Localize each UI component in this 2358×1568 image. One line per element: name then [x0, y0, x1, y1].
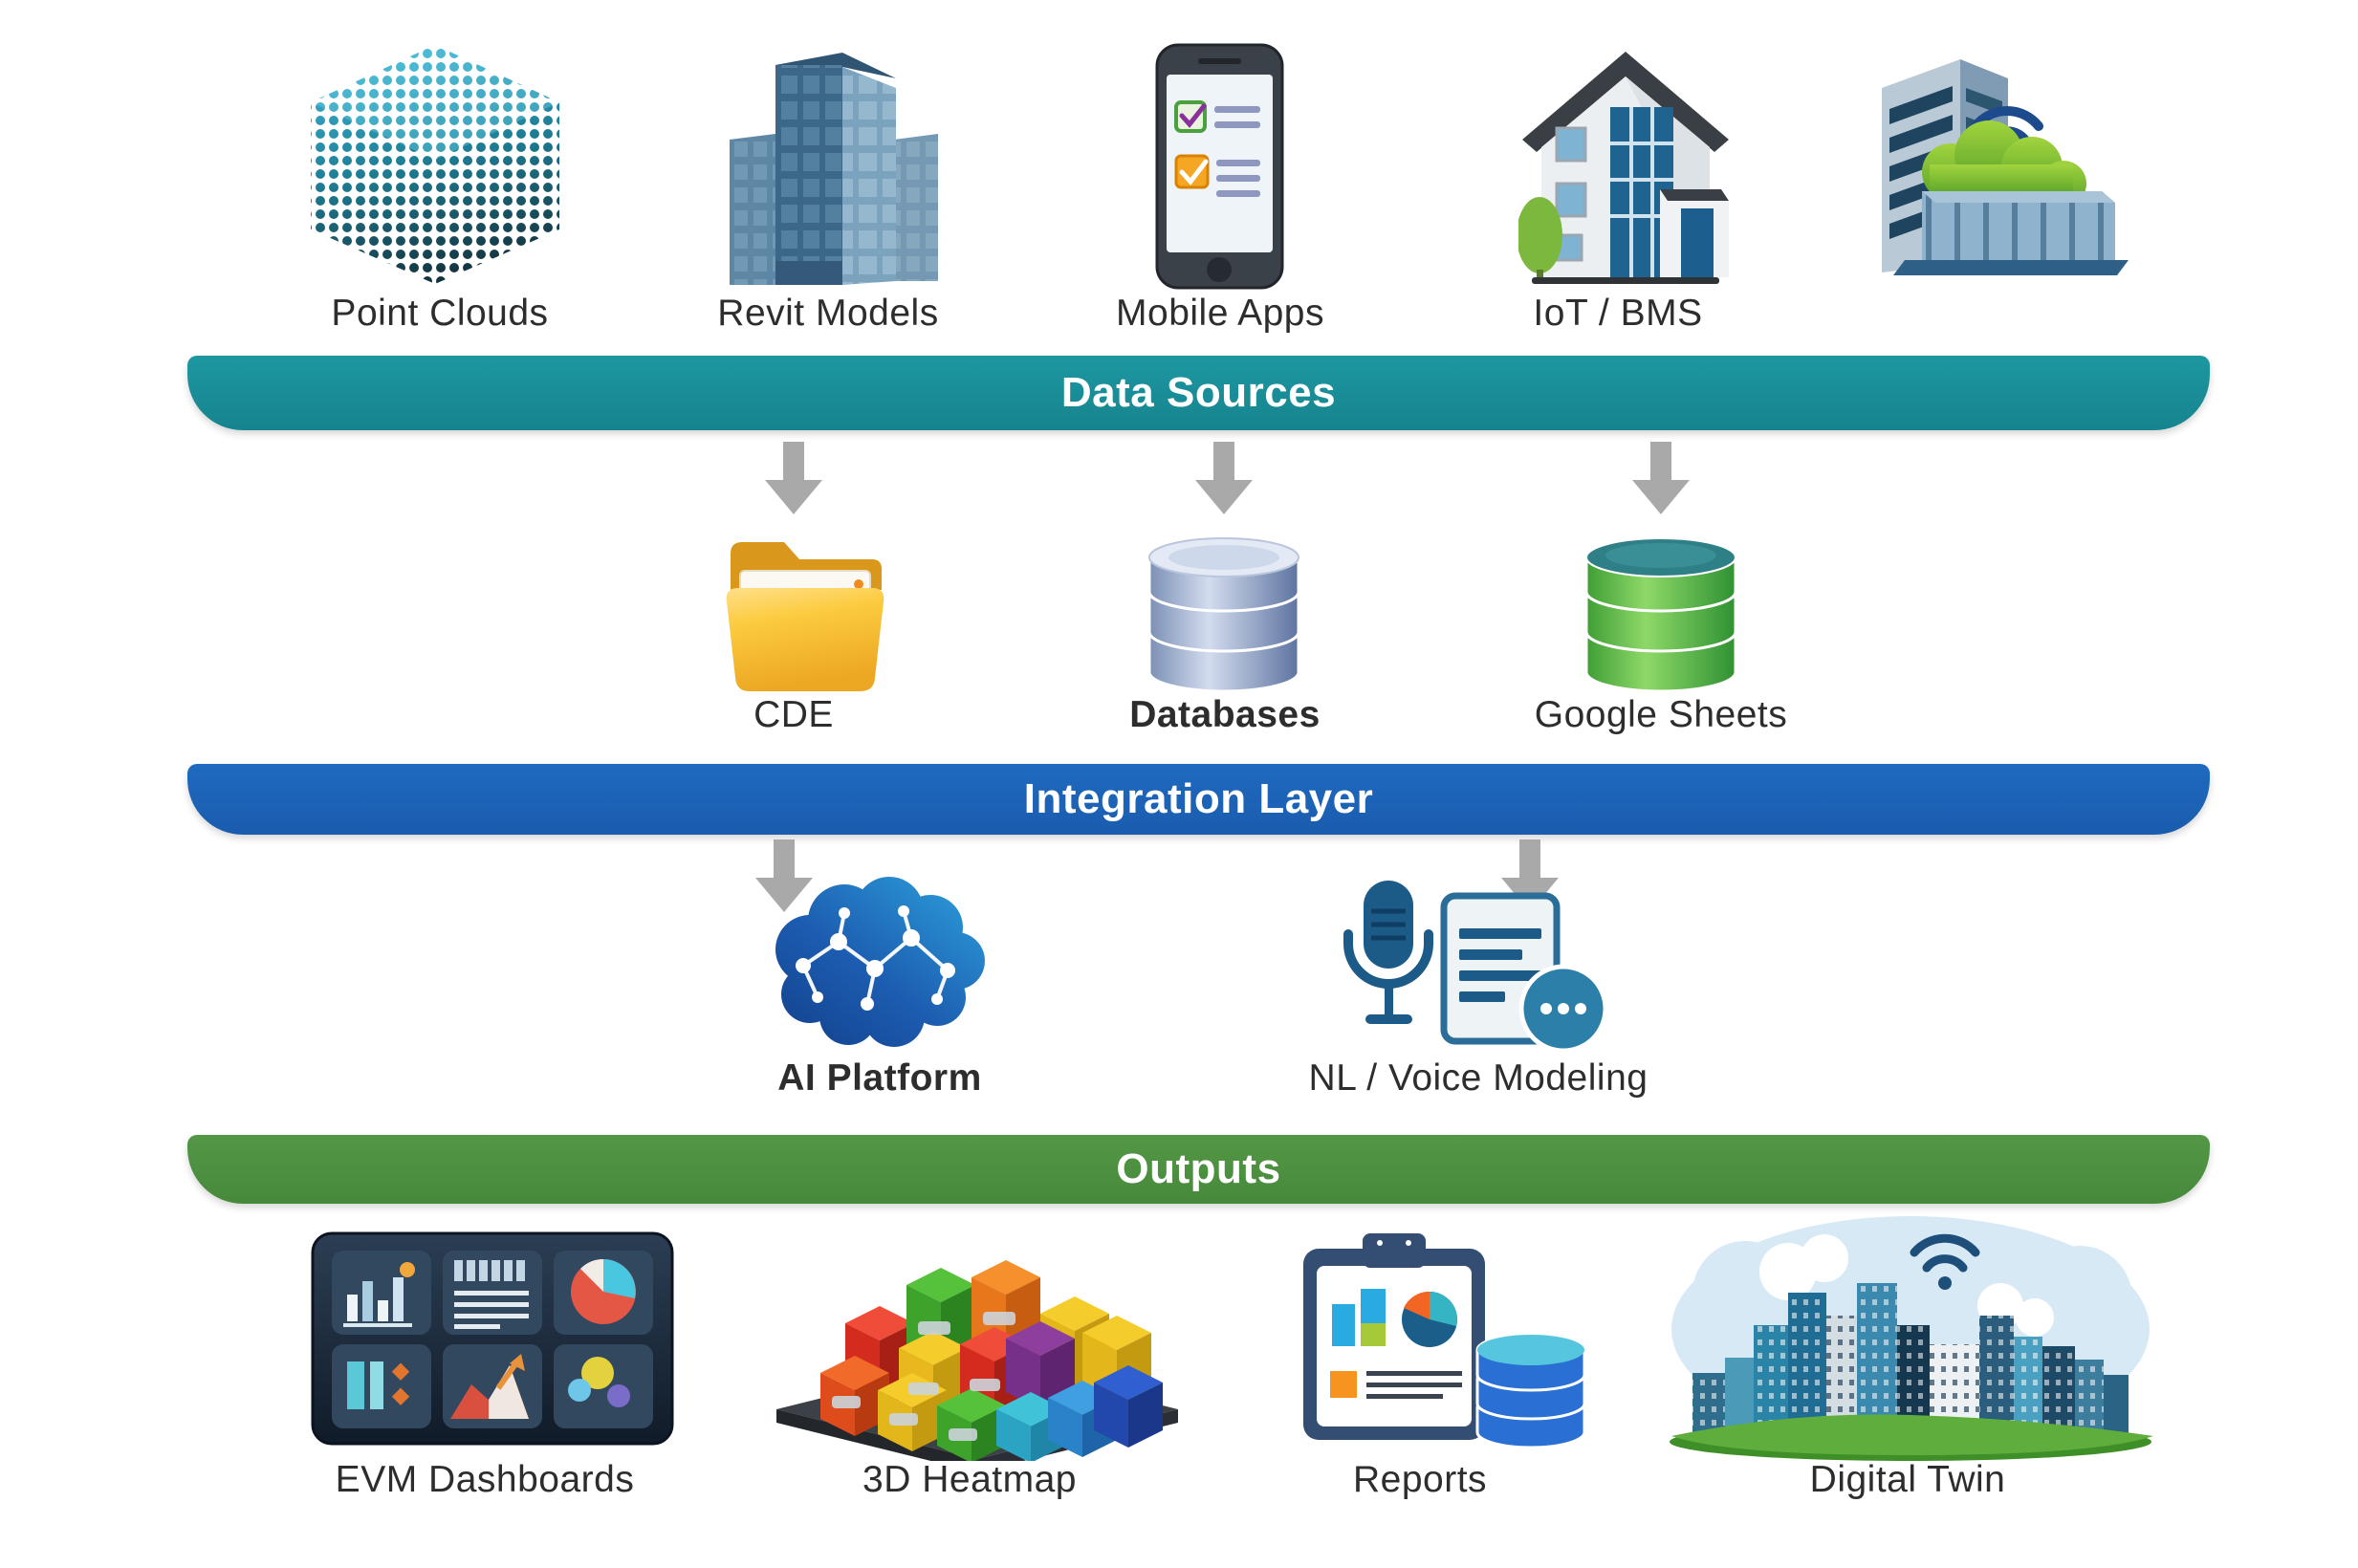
item-label: EVM Dashboards [335, 1459, 635, 1500]
smart-building-wifi-icon [1845, 38, 2132, 296]
item-label: 3D Heatmap [862, 1459, 1077, 1500]
microphone-document-chat-icon [1337, 875, 1614, 1066]
item-label: AI Platform [777, 1057, 982, 1099]
item-label: NL / Voice Modeling [1308, 1057, 1648, 1099]
smart-city-wifi-icon [1664, 1203, 2161, 1466]
heatmap-blocks-icon [765, 1222, 1190, 1472]
item-label: Point Clouds [331, 293, 549, 334]
item-label: CDE [753, 694, 834, 735]
green-database-icon [1577, 512, 1745, 698]
data-sources-banner-title: Data Sources [1060, 369, 1337, 416]
outputs-banner-title: Outputs [1116, 1145, 1281, 1192]
item-label: IoT / BMS [1533, 293, 1703, 334]
down-arrow-icon [763, 442, 824, 514]
database-icon [1140, 512, 1308, 698]
item-label: Mobile Apps [1116, 293, 1324, 334]
outputs-banner: Outputs [187, 1135, 2210, 1204]
integration-layer-banner: Integration Layer [187, 764, 2210, 835]
item-label: Google Sheets [1534, 694, 1788, 735]
down-arrow-icon [753, 839, 815, 912]
item-label: Revit Models [717, 293, 939, 334]
smart-home-icon [1517, 48, 1733, 292]
building-3d-icon [712, 46, 951, 290]
down-arrow-icon [1630, 442, 1692, 514]
mobile-phone-checklist-icon [1155, 43, 1284, 294]
item-label: Reports [1352, 1459, 1488, 1500]
point-cloud-icon [287, 33, 583, 301]
integration-layer-banner-title: Integration Layer [1023, 775, 1374, 822]
down-arrow-icon [1193, 442, 1255, 514]
folder-icon [721, 521, 889, 698]
item-label: Databases [1129, 694, 1321, 735]
ai-brain-network-icon [760, 875, 994, 1056]
data-sources-banner: Data Sources [187, 356, 2210, 430]
item-label: Digital Twin [1809, 1459, 2006, 1500]
clipboard-report-database-icon [1294, 1226, 1590, 1460]
dashboard-icon [311, 1231, 674, 1454]
